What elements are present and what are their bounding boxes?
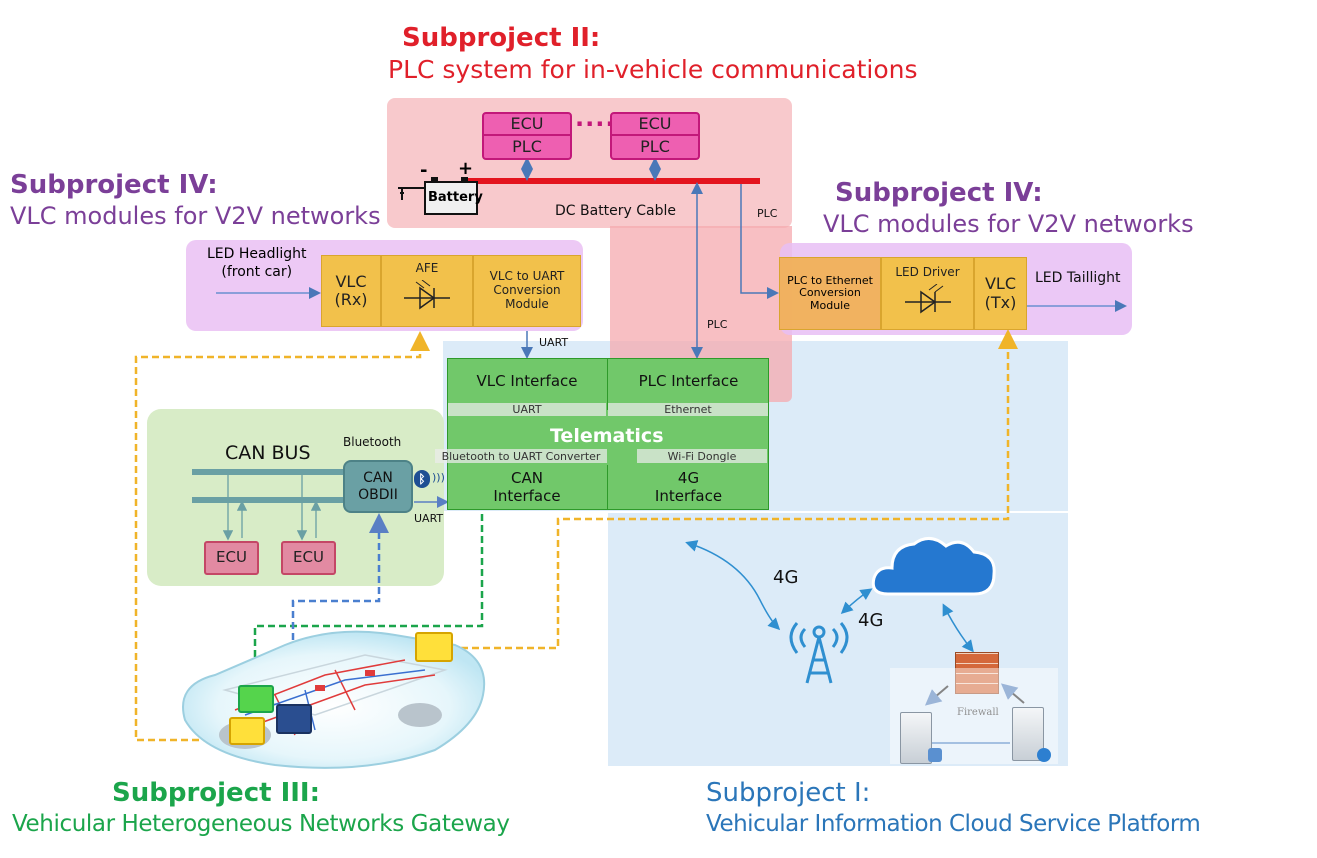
firewall-icon [955,652,999,694]
bluetooth-icon: ᛒ [414,470,430,488]
car-module-green [238,685,274,713]
can-obd-box: CAN OBDII [343,460,413,513]
vlc-interface: VLC Interface [476,372,578,391]
car-module-yellow-front [415,632,453,662]
afe-label: AFE [415,261,439,275]
battery-minus: - [420,160,428,181]
battery-group: - + Battery [398,158,483,218]
band-ethernet: Ethernet [608,403,768,416]
vlc-uart-box: VLC to UART Conversion Module [473,255,581,327]
sp4-left-title: Subproject IV: VLC modules for V2V netwo… [10,172,381,228]
led-driver-box: LED Driver [881,257,974,330]
sp4-right-heading: Subproject IV: [835,178,1043,208]
led-taillight-label: LED Taillight [1035,270,1121,286]
can-interface: CAN Interface [493,469,561,505]
band-uart: UART [448,403,606,416]
band-bt: Bluetooth to UART Converter [435,449,607,463]
plc-eth-box: PLC to Ethernet Conversion Module [779,257,881,330]
firewall-label: Firewall [957,707,999,718]
plc-a: PLC [482,136,572,160]
sp3-title: Subproject III: Vehicular Heterogeneous … [12,780,510,836]
dc-cable-label: DC Battery Cable [555,203,677,219]
telematics-divider-top [607,358,608,410]
bluetooth-label: Bluetooth [343,435,402,449]
can-bus-label: CAN BUS [225,442,311,464]
sp4-right-subtitle: VLC modules for V2V networks [823,210,1194,238]
plc-label-1: PLC [757,207,778,220]
sp4-left-heading: Subproject IV: [10,170,218,200]
plc-interface: PLC Interface [607,362,769,402]
sp3-heading: Subproject III: [112,778,320,808]
afe-box: AFE [381,255,473,327]
car-module-yellow-rear [229,717,265,745]
band-wifi: Wi-Fi Dongle [637,449,767,463]
cloud-icon [871,537,996,596]
can-ecu-1: ECU [204,541,259,575]
vlc-tx-box: VLC (Tx) [974,257,1027,330]
plc-label-2: PLC [707,318,728,331]
plc-b: PLC [610,136,700,160]
car-module-blue [276,704,312,734]
globe-icon [1037,748,1051,762]
database-icon [928,748,942,762]
telematics-title: Telematics [550,425,664,447]
battery-label: Battery [428,190,483,205]
telematics-block [447,358,769,510]
ecu-b: ECU [610,112,700,136]
sp2-subtitle: PLC system for in-vehicle communications [388,55,918,84]
led-driver-label: LED Driver [895,265,960,279]
ecu-dots: .... [575,104,616,132]
can-ecu-2: ECU [281,541,336,575]
uart-label-top: UART [539,336,569,349]
sp4-right-title: Subproject IV: VLC modules for V2V netwo… [823,180,1194,236]
uart-label-can: UART [414,512,444,525]
battery-plus: + [458,158,474,179]
photodiode-icon [404,279,450,310]
4g-interface: 4G Interface [607,465,769,510]
sp4-left-subtitle: VLC modules for V2V networks [10,202,381,230]
server-icon-left [900,712,932,764]
sp1-title: Subproject I: Vehicular Information Clou… [706,778,1201,837]
4g-label-1: 4G [773,567,799,588]
led-headlight-label: LED Headlight (front car) [207,246,307,281]
cell-tower-icon [789,622,849,684]
vlc-rx-box: VLC (Rx) [321,255,381,327]
ecu-a: ECU [482,112,572,136]
wireless-icon: ))) [432,471,445,484]
sp1-subtitle: Vehicular Information Cloud Service Plat… [706,811,1201,837]
led-icon [904,283,951,314]
sp2-heading: Subproject II: [402,23,601,53]
sp3-subtitle: Vehicular Heterogeneous Networks Gateway [12,811,510,837]
4g-label-2: 4G [858,610,884,631]
sp2-title: Subproject II: PLC system for in-vehicle… [388,23,918,82]
sp1-heading: Subproject I: [706,778,871,808]
